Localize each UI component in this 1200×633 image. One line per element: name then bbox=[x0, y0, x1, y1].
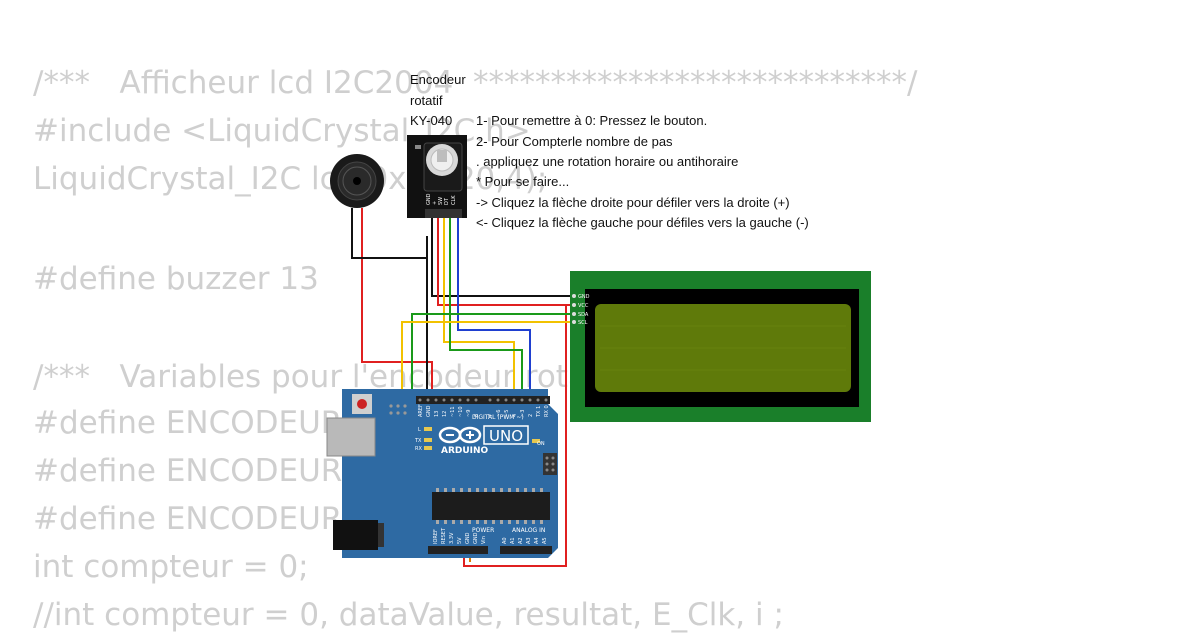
instruction-line: 2- Pour Compterle nombre de pas bbox=[476, 134, 673, 149]
code-line: int compteur = 0; bbox=[33, 549, 309, 585]
code-line: #define ENCODEUR_ bbox=[33, 405, 358, 441]
led-label: TX bbox=[414, 438, 422, 444]
power-pin-labels: IOREF RESET 3.3V 5V GND GND Vin bbox=[433, 527, 487, 544]
analog-pin-label: A3 bbox=[526, 537, 532, 544]
power-pin-label: GND bbox=[465, 532, 471, 544]
instruction-line: . appliquez une rotation horaire ou anti… bbox=[476, 154, 738, 169]
lcd-pin-label: SCL bbox=[578, 320, 588, 326]
wire-buzzer-signal bbox=[361, 208, 433, 398]
wires bbox=[351, 208, 574, 567]
wire-encoder-clk bbox=[457, 218, 531, 398]
encoder-pin-label: + bbox=[432, 201, 438, 205]
brand-label: ARDUINO bbox=[441, 446, 489, 456]
power-header-label: POWER bbox=[472, 527, 494, 534]
analog-pin-label: A4 bbox=[534, 537, 540, 544]
encoder-pin-label: DT bbox=[444, 197, 450, 205]
code-line: #define ENCODEUR_ bbox=[33, 501, 358, 537]
digital-pin-label: ~9 bbox=[466, 410, 472, 417]
power-pin-label: 3.3V bbox=[449, 532, 455, 544]
led-label: RX bbox=[415, 446, 422, 452]
wire-encoder-gnd bbox=[431, 218, 574, 297]
power-pin-label: GND bbox=[473, 532, 479, 544]
power-pin-label: 5V bbox=[457, 537, 463, 544]
digital-pin-label: AREF bbox=[418, 404, 424, 417]
power-pin-label: IOREF bbox=[433, 529, 439, 544]
power-pin-label: RESET bbox=[441, 527, 447, 544]
code-line: /*** Afficheur lcd I2C2004 *************… bbox=[33, 65, 918, 101]
on-label: ON bbox=[537, 441, 545, 447]
digital-pin-label: ~6 bbox=[496, 410, 502, 417]
digital-pin-label: ~10 bbox=[458, 406, 464, 417]
instruction-line: * Pour se faire... bbox=[476, 174, 569, 189]
digital-header-label: DIGITAL (PWM ~) bbox=[472, 414, 524, 421]
digital-pin-label: 7 bbox=[488, 414, 494, 417]
lcd-pins: GND VCC SDA SCL bbox=[572, 294, 590, 326]
digital-pin-labels: AREF GND 13 12 ~11 ~10 ~9 8 7 ~6 ~5 4 ~3… bbox=[418, 404, 550, 418]
digital-pin-label: RX 0 bbox=[544, 405, 550, 417]
code-line: //int compteur = 0, dataValue, resultat,… bbox=[33, 597, 784, 633]
buzzer[interactable] bbox=[330, 154, 384, 208]
wire-encoder-vcc bbox=[437, 218, 574, 306]
code-line: #define ENCODEUR_ bbox=[33, 453, 358, 489]
analog-pin-label: A2 bbox=[518, 537, 524, 544]
code-line: #include <LiquidCrystal_I2C.h> bbox=[33, 113, 531, 149]
digital-pin-label: ~11 bbox=[450, 406, 456, 417]
arduino-logo-icon bbox=[438, 426, 482, 444]
analog-pin-label: A5 bbox=[542, 537, 548, 544]
instruction-line: 1- Pour remettre à 0: Pressez le bouton. bbox=[476, 113, 707, 128]
encoder-title: Encodeur bbox=[410, 72, 466, 87]
encoder-pin-labels: GND + SW DT CLK bbox=[426, 193, 457, 205]
instruction-line: -> Cliquez la flèche droite pour défiler… bbox=[476, 195, 790, 210]
digital-pin-label: ~3 bbox=[520, 410, 526, 417]
lcd-display[interactable]: GND VCC SDA SCL bbox=[570, 271, 871, 422]
power-pin-label: Vin bbox=[481, 536, 487, 544]
encoder-title: KY-040 bbox=[410, 113, 452, 128]
encoder-pin-label: GND bbox=[426, 193, 432, 205]
instructions: 1- Pour remettre à 0: Pressez le bouton.… bbox=[476, 113, 809, 230]
analog-pin-label: A0 bbox=[502, 537, 508, 544]
wire-power-loop bbox=[463, 304, 574, 567]
encoder-pin-label: CLK bbox=[451, 195, 457, 205]
digital-pin-label: 4 bbox=[512, 414, 518, 417]
digital-pin-label: TX 1 bbox=[536, 406, 542, 418]
digital-pin-label: 13 bbox=[434, 411, 440, 417]
analog-header-label: ANALOG IN bbox=[512, 527, 545, 534]
led-label: L bbox=[418, 427, 421, 433]
lcd-pin-label: SDA bbox=[578, 312, 589, 318]
wire-encoder-dt bbox=[449, 218, 523, 398]
rotary-encoder[interactable]: GND + SW DT CLK bbox=[407, 135, 467, 218]
lcd-pin-label: GND bbox=[578, 294, 590, 300]
wire-lcd-sda bbox=[411, 313, 574, 398]
digital-pin-label: GND bbox=[426, 405, 432, 417]
encoder-pin-label: SW bbox=[438, 197, 444, 205]
wire-encoder-sw bbox=[443, 218, 515, 398]
digital-pin-label: ~5 bbox=[504, 410, 510, 417]
model-label: UNO bbox=[489, 427, 523, 445]
encoder-title: rotatif bbox=[410, 93, 443, 108]
status-leds: L TX RX ON bbox=[414, 427, 545, 452]
instruction-line: <- Cliquez la flèche gauche pour défiles… bbox=[476, 215, 809, 230]
wire-lcd-scl bbox=[401, 321, 574, 398]
code-line: #define buzzer 13 bbox=[33, 261, 319, 297]
analog-pin-label: A1 bbox=[510, 537, 516, 544]
digital-pin-label: 12 bbox=[442, 411, 448, 417]
digital-pin-label: 2 bbox=[528, 414, 534, 417]
lcd-pin-label: VCC bbox=[578, 303, 589, 309]
digital-pin-label: 8 bbox=[474, 414, 480, 417]
arduino-uno[interactable]: AREF GND 13 12 ~11 ~10 ~9 8 7 ~6 ~5 4 ~3… bbox=[326, 389, 558, 558]
wire-buzzer-gnd bbox=[351, 208, 427, 259]
analog-pin-labels: A0 A1 A2 A3 A4 A5 bbox=[502, 537, 548, 544]
